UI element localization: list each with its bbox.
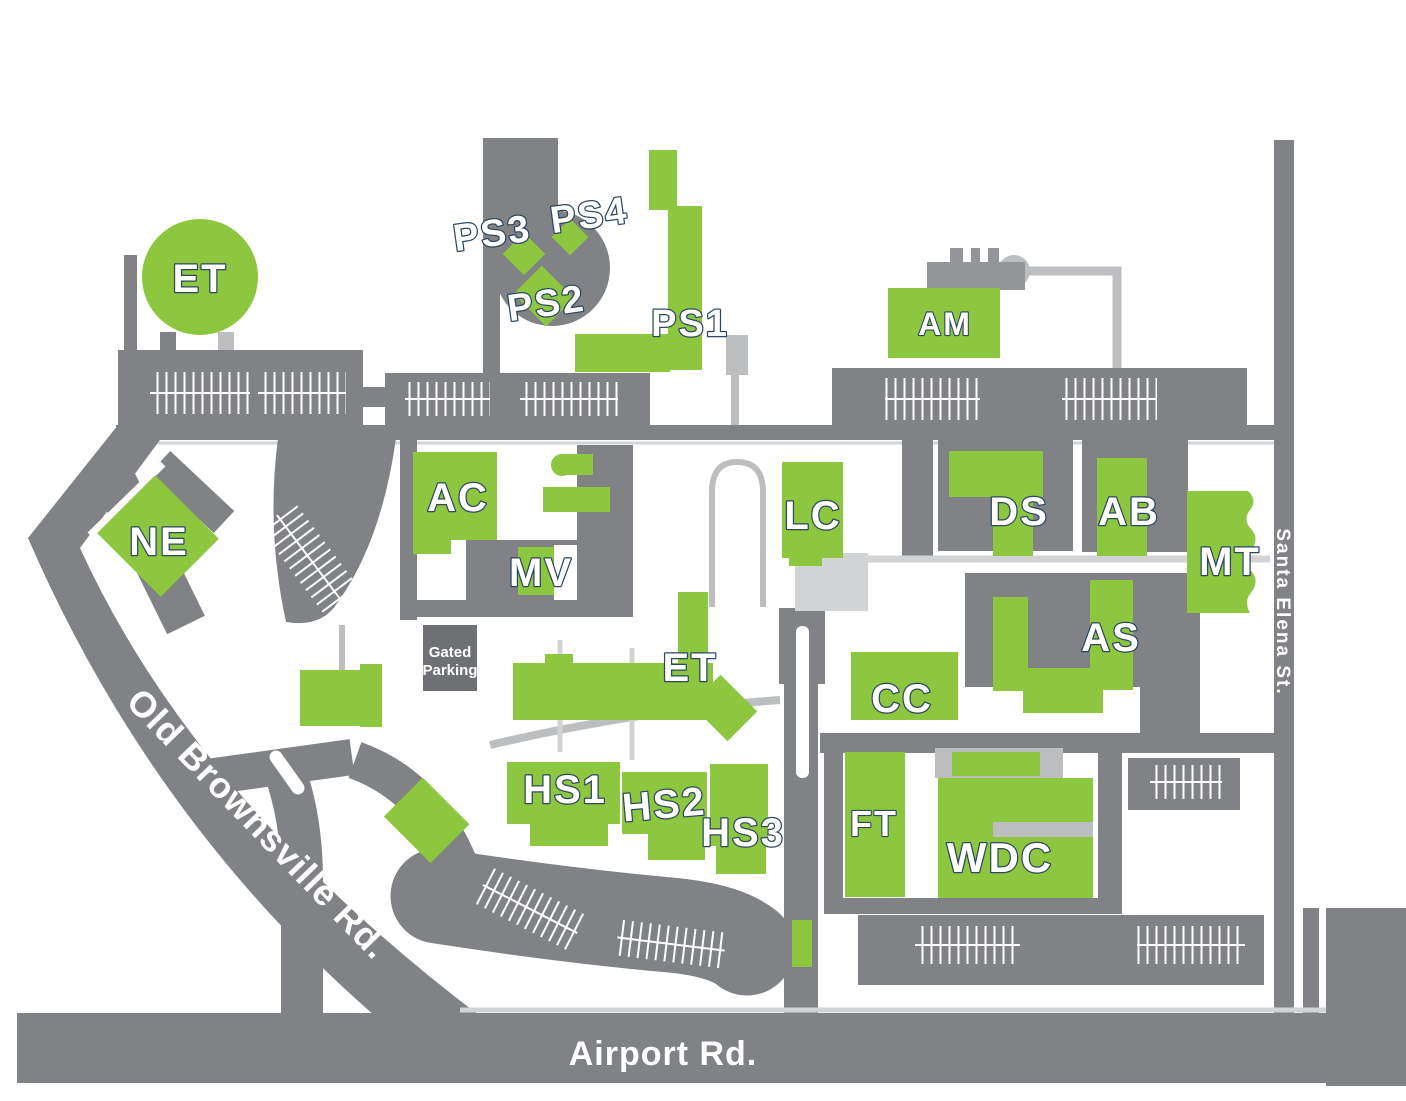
road-airport (17, 1013, 1406, 1083)
parking-hatch (885, 378, 980, 420)
building-mv[interactable] (518, 547, 554, 595)
ac-block-bottom (400, 600, 633, 617)
parking-hatch (615, 919, 727, 969)
road-bottom-right-stub (1303, 908, 1319, 1015)
building-et-circle[interactable] (142, 219, 258, 335)
label-hs1: HS1 (523, 768, 607, 812)
label-ne: NE (129, 520, 189, 564)
road-median-slot (796, 626, 809, 778)
building-ab[interactable] (1097, 458, 1147, 556)
label-et: ET (662, 646, 717, 690)
label-am: AM (918, 306, 972, 342)
as-block-foot (1140, 687, 1200, 735)
ne-divider (87, 461, 166, 538)
label-ft: FT (850, 803, 898, 844)
building-as[interactable] (993, 580, 1133, 713)
label-et-circle: ET (172, 257, 227, 301)
ne-bldg-gray-stub (149, 451, 235, 533)
gated-parking-label-1: Gated (429, 644, 472, 661)
ftwdc-block-left (824, 733, 843, 914)
label-hs3: HS3 (701, 811, 785, 855)
parking-hatch (915, 926, 1020, 964)
building-bar[interactable] (543, 487, 610, 512)
building-wdc[interactable] (935, 748, 1093, 898)
utility-line (1028, 266, 1122, 368)
building-lc[interactable] (782, 462, 843, 566)
ac-block-left (400, 430, 417, 620)
road-top-left-stub (124, 255, 137, 352)
parking-hatch (405, 382, 490, 416)
parking-hatch (1137, 926, 1245, 964)
building-hs1[interactable] (507, 762, 620, 846)
am-plant (927, 248, 1025, 290)
white-cutouts (87, 461, 809, 795)
building-ac[interactable] (413, 452, 497, 554)
gated-parking-label-2: Parking (422, 662, 477, 679)
building-unlabeled-sw[interactable] (383, 777, 470, 864)
lc-block-right (902, 440, 933, 558)
building-mt[interactable] (1187, 491, 1256, 613)
building-ps1[interactable] (575, 150, 702, 372)
gated-parking-box[interactable] (423, 625, 477, 691)
parking-neck (363, 387, 387, 407)
building-et[interactable] (513, 592, 758, 742)
label-ac: AC (427, 476, 489, 520)
label-as: AS (1081, 616, 1141, 660)
label-wdc: WDC (947, 834, 1053, 881)
building-ft[interactable] (845, 752, 905, 897)
building-hs2[interactable] (622, 772, 707, 860)
building-ps4[interactable] (551, 218, 589, 256)
building-ds[interactable] (949, 451, 1043, 556)
parking-hatch (258, 372, 346, 414)
building-unlabeled-gated[interactable] (300, 664, 382, 727)
fork-island (269, 750, 305, 795)
label-ds: DS (989, 490, 1049, 534)
buildings (97, 150, 1256, 967)
parking-hatch (1062, 378, 1157, 420)
label-ab: AB (1098, 490, 1160, 534)
median-green-strip (792, 920, 812, 967)
label-mt: MT (1199, 540, 1261, 584)
mv-slot (554, 545, 577, 600)
et-circle-leg (218, 332, 234, 352)
parking-hatch (520, 382, 618, 416)
ftwdc-block-bottom (824, 898, 1122, 914)
parking-hatches (150, 372, 1245, 969)
building-am[interactable] (888, 288, 1000, 358)
label-hs2: HS2 (620, 779, 707, 830)
ps1-pad (726, 335, 748, 375)
label-airport-rd: Airport Rd. (569, 1035, 758, 1073)
parking-hatch (1150, 765, 1222, 799)
parking-hatch (473, 867, 587, 951)
building-cc[interactable] (851, 652, 958, 720)
building-ne[interactable] (97, 475, 219, 597)
ftwdc-block-right (1098, 733, 1122, 914)
parking-hatch (259, 501, 361, 617)
parking-hatch (150, 372, 250, 414)
label-mv: MV (509, 551, 573, 595)
arch-path (709, 458, 766, 607)
road-top-horizontal (116, 425, 1294, 440)
building-hs3[interactable] (710, 764, 768, 874)
road-old-brownsville (28, 425, 480, 1016)
road-santa-elena (1274, 140, 1294, 1015)
gated-parking[interactable]: Gated Parking (422, 625, 478, 691)
road-fork-arm (197, 739, 355, 796)
building-ps2[interactable] (513, 265, 575, 327)
label-lc: LC (784, 494, 841, 538)
building-labels: ET PS3 PS4 PS2 PS1 AM AC MV NE LC DS AB … (128, 189, 1261, 883)
building-small-round[interactable] (551, 454, 593, 476)
label-ps1: PS1 (651, 303, 729, 345)
label-cc: CC (871, 677, 933, 721)
label-santa-elena-st: Santa Elena St. (1272, 528, 1293, 695)
et-circle-leg-gray (160, 332, 176, 352)
label-ps4: PS4 (548, 190, 631, 242)
